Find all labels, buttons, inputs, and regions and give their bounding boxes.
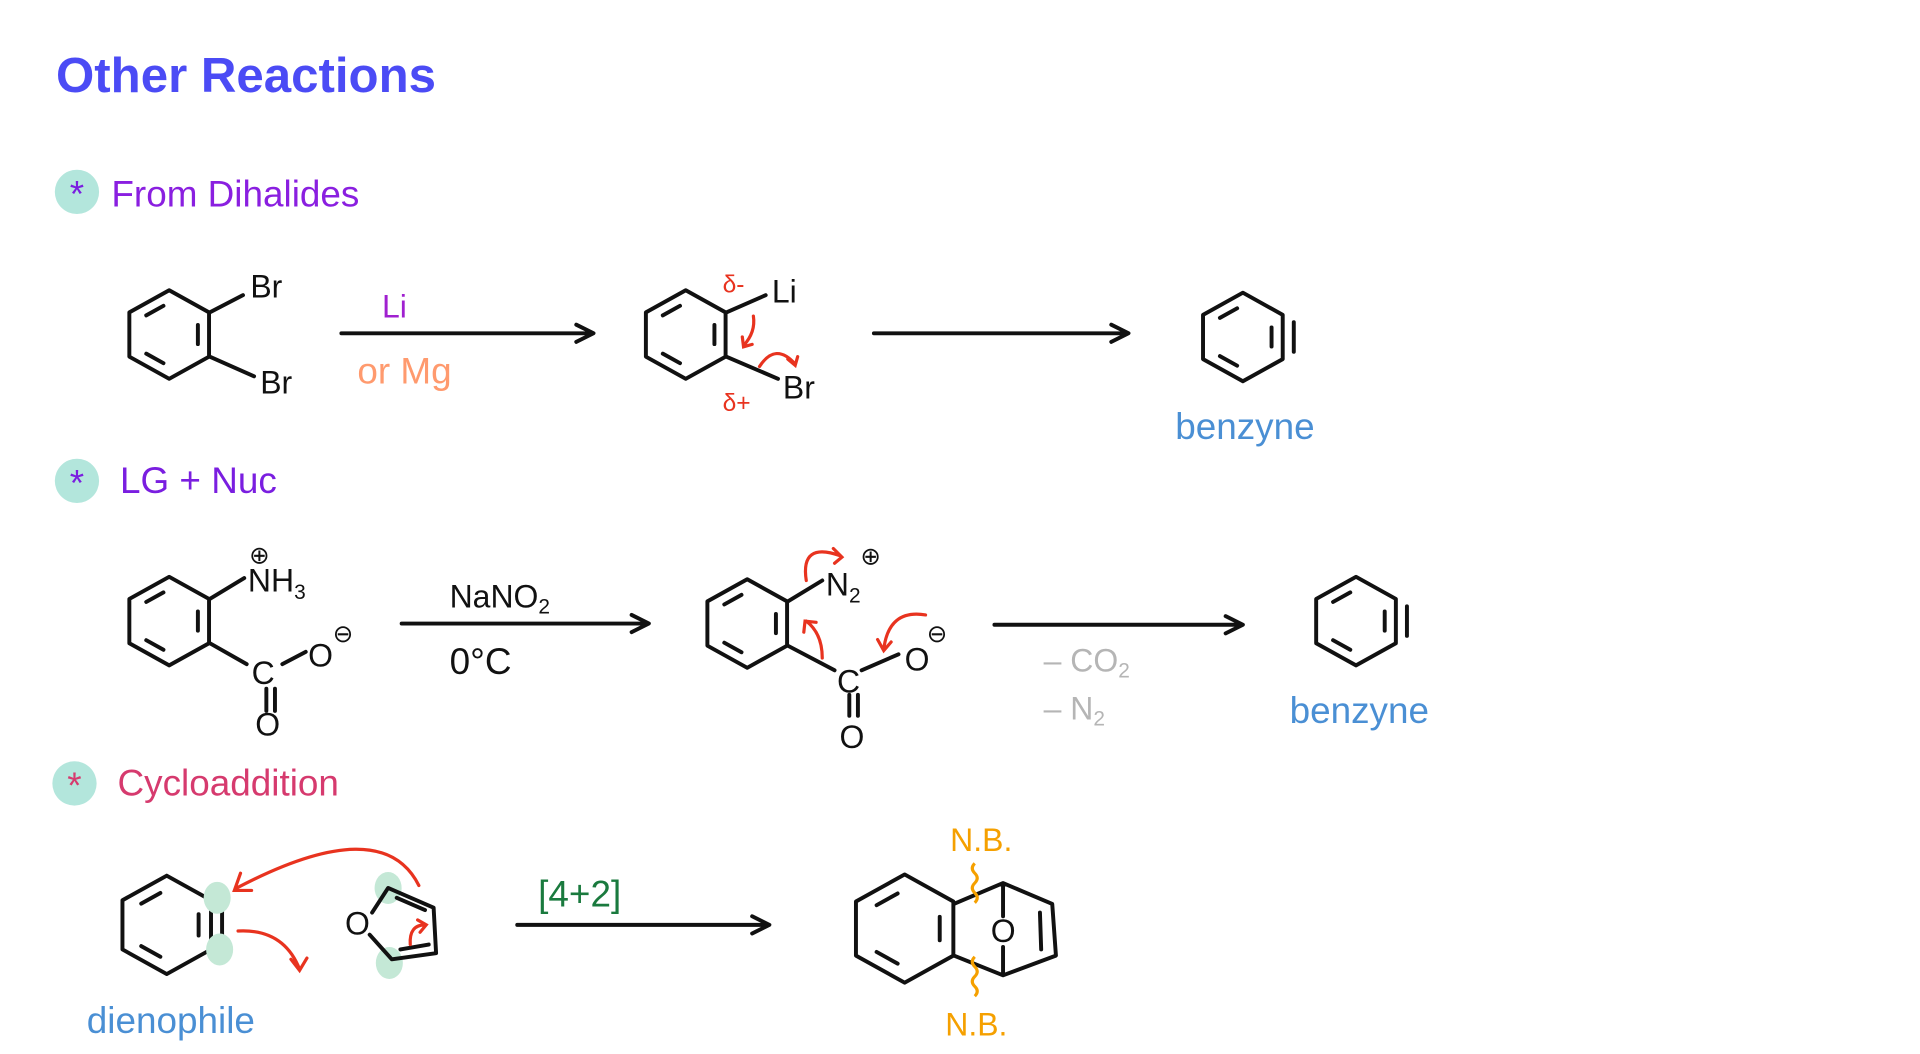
section-title: Cycloaddition — [118, 763, 339, 804]
asterisk-icon: * — [70, 174, 84, 215]
curved-arrow-icon — [757, 351, 800, 369]
carbonyl-oxygen: O — [255, 706, 280, 742]
curved-arrow-icon — [803, 546, 845, 583]
reaction-arrow-5 — [515, 914, 772, 936]
section-title: LG + Nuc — [120, 460, 277, 501]
li-label: Li — [772, 274, 797, 310]
page-title: Other Reactions — [56, 48, 436, 103]
bond-break-squiggle — [970, 862, 979, 998]
reagent-nano2: NaNO2 — [450, 579, 550, 619]
substituent-bonds — [207, 576, 308, 713]
reagent-li: Li — [382, 288, 407, 324]
oxygen-label: O — [308, 638, 333, 674]
benzyne-label-1: benzyne — [1175, 406, 1314, 447]
furan-bonds — [367, 885, 439, 962]
bullet-circle — [54, 169, 100, 214]
benzene-ring — [705, 577, 790, 670]
curved-arrow-icon — [232, 847, 421, 893]
substituent-bonds — [785, 578, 901, 718]
c-br-bonds — [207, 293, 257, 379]
bridge-oxygen: O — [991, 913, 1016, 949]
plus-charge: ⊕ — [860, 544, 881, 571]
carbon-label: C — [837, 663, 860, 699]
asterisk-icon: * — [70, 463, 84, 504]
reagent-temperature: 0°C — [450, 641, 512, 682]
benzene-ring — [853, 872, 956, 985]
note-top: N.B. — [950, 822, 1012, 858]
c-li-br-bonds — [724, 293, 780, 381]
reaction-arrow-4 — [992, 614, 1245, 636]
asterisk-icon: * — [67, 765, 81, 806]
highlight-dot — [203, 881, 231, 914]
carbonyl-oxygen: O — [839, 719, 864, 755]
minus-charge: ⊖ — [927, 621, 948, 648]
bridged-bicycle-bonds — [951, 881, 1058, 978]
reaction-type-label: [4+2] — [538, 873, 621, 914]
benzene-ring — [127, 574, 212, 668]
br-label-1: Br — [250, 269, 282, 305]
plus-charge: ⊕ — [249, 542, 270, 569]
dienophile-label: dienophile — [87, 1000, 255, 1041]
molecule-bonds — [120, 288, 1409, 985]
curved-arrow-icon — [740, 314, 756, 349]
minus-charge: ⊖ — [333, 621, 354, 648]
benzyne-label-2: benzyne — [1290, 690, 1429, 731]
benzyne-ring — [120, 873, 225, 977]
highlight-dot — [206, 933, 234, 966]
reaction-arrow-1 — [339, 322, 596, 344]
nh3-label: NH3 — [248, 563, 306, 604]
carbon-label: C — [252, 655, 275, 691]
curved-arrow-icon — [802, 619, 824, 660]
section-header-lg-nuc: * LG + Nuc — [54, 458, 277, 504]
section-header-dihalides: * From Dihalides — [54, 169, 359, 215]
reaction-arrow-3 — [399, 612, 651, 635]
furan-oxygen: O — [345, 906, 370, 942]
reagent-mg: or Mg — [357, 351, 451, 392]
br-label-2: Br — [260, 365, 292, 401]
n2-label: N2 — [826, 566, 861, 607]
note-bottom: N.B. — [945, 1007, 1007, 1043]
bullet-circle — [54, 458, 100, 504]
byproduct-n2: – N2 — [1044, 690, 1105, 730]
bullet-circle — [52, 761, 97, 806]
byproduct-co2: – CO2 — [1044, 643, 1130, 683]
highlight-dot — [375, 947, 403, 979]
delta-plus: δ+ — [723, 390, 751, 417]
section-header-cycloaddition: * Cycloaddition — [52, 761, 339, 806]
benzene-ring — [643, 288, 728, 381]
curved-arrow-icon — [236, 929, 309, 974]
delta-minus: δ- — [723, 272, 745, 299]
benzyne-ring — [1201, 290, 1296, 384]
curved-arrow-icon — [408, 918, 429, 947]
reaction-arrow-2 — [871, 322, 1131, 344]
oxygen-label: O — [905, 641, 930, 677]
benzene-ring — [127, 288, 212, 381]
benzyne-ring — [1314, 574, 1409, 668]
section-title: From Dihalides — [111, 174, 359, 215]
br-label-3: Br — [783, 369, 815, 405]
curved-arrow-icon — [875, 612, 928, 654]
